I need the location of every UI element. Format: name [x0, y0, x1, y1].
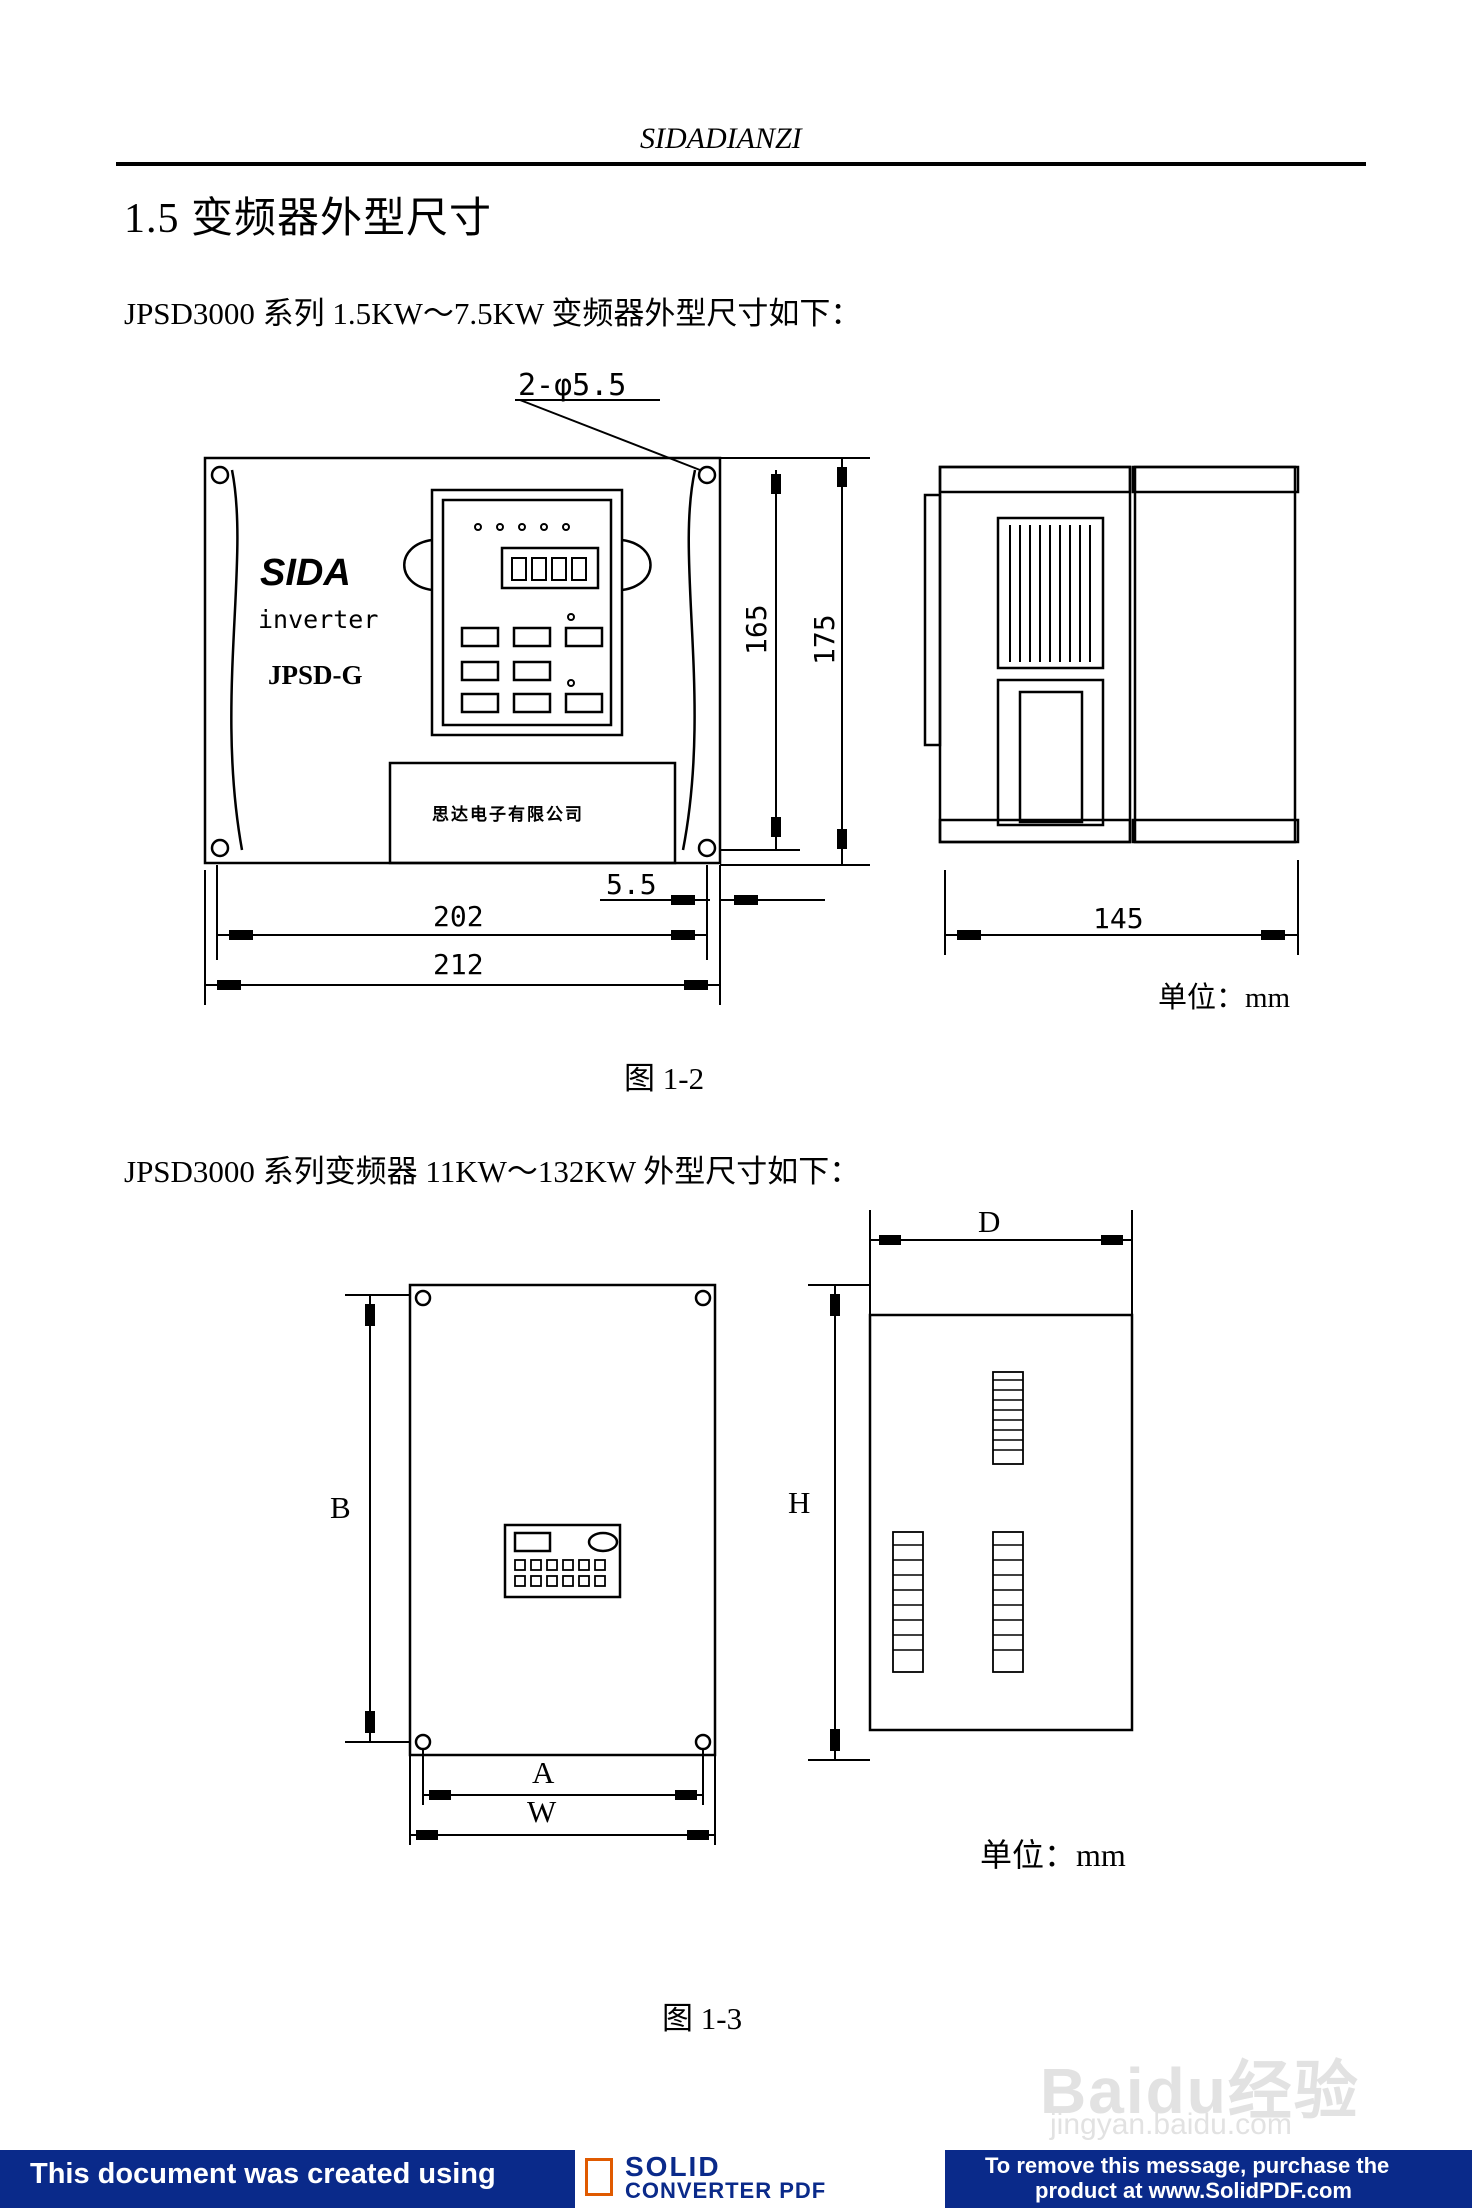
fig1-caption: 图 1-2	[624, 1061, 705, 1096]
fig1-side-vent	[996, 516, 1105, 670]
fig1-keypad-inner	[441, 498, 613, 727]
fig2-unit: 单位：mm	[980, 1837, 1126, 1873]
baidu-watermark: Baidu经验	[1040, 2055, 1360, 2127]
footer-right-line-1: To remove this message, purchase the	[985, 2153, 1390, 2178]
fig1-hole-tl	[210, 465, 230, 485]
baidu-watermark-url: jingyan.baidu.com	[1050, 2108, 1292, 2141]
fig1-right-curve	[681, 469, 697, 851]
fig2-front-outline	[408, 1283, 717, 1757]
fig2-label-h: H	[788, 1485, 811, 1520]
fig2-label-d: D	[978, 1204, 1001, 1239]
fig2-label-w: W	[527, 1794, 557, 1829]
fig1-keypad-outer	[430, 488, 624, 737]
fig2-caption: 图 1-3	[662, 2001, 743, 2036]
pdf-logo-icon	[585, 2158, 613, 2196]
fig1-hole-label: 2-φ5.5	[518, 368, 627, 403]
section-title: 1.5 变频器外型尺寸	[124, 196, 493, 242]
fig1-inverter-text: inverter	[258, 605, 379, 634]
fig1-left-curve	[230, 469, 244, 851]
fig1-dim-212: 212	[433, 948, 484, 981]
fig1-nameplate-text: 思达电子有限公司	[432, 805, 584, 824]
fig2-vent-top	[992, 1371, 1024, 1465]
fig1-hole-bl	[210, 838, 230, 858]
footer-right-line-2[interactable]: product at www.SolidPDF.com	[1035, 2178, 1352, 2203]
page-header: SIDADIANZI	[640, 122, 802, 155]
fig2-side-outline	[868, 1313, 1134, 1732]
header-rule	[116, 162, 1366, 166]
fig1-display	[500, 546, 600, 590]
footer-left-text: This document was created using	[30, 2158, 496, 2190]
fig2-keypad	[503, 1523, 622, 1599]
fig1-nameplate	[388, 761, 677, 865]
fig1-dim-5-5: 5.5	[606, 868, 657, 901]
fig1-model: JPSD-G	[268, 660, 363, 690]
paragraph-small-series: JPSD3000 系列 1.5KW～7.5KW 变频器外型尺寸如下：	[124, 296, 862, 331]
fig2-label-b: B	[330, 1490, 351, 1525]
fig2-vent-left	[892, 1531, 924, 1673]
fig1-hole-tr	[697, 465, 717, 485]
fig1-logo: SIDA	[260, 552, 351, 594]
fig1-dim-145: 145	[1093, 902, 1144, 935]
logo-line-2: CONVERTER PDF	[625, 2178, 827, 2203]
fig1-dim-202: 202	[433, 900, 484, 933]
paragraph-large-series: JPSD3000 系列变频器 11KW～132KW 外型尺寸如下：	[124, 1154, 861, 1189]
logo-line-1: SOLID	[625, 2151, 721, 2182]
fig1-unit: 单位：mm	[1158, 982, 1291, 1014]
fig1-hole-br	[697, 838, 717, 858]
fig2-label-a: A	[532, 1755, 555, 1790]
solid-converter-logo	[575, 2150, 945, 2208]
fig2-vent-right	[992, 1531, 1024, 1673]
